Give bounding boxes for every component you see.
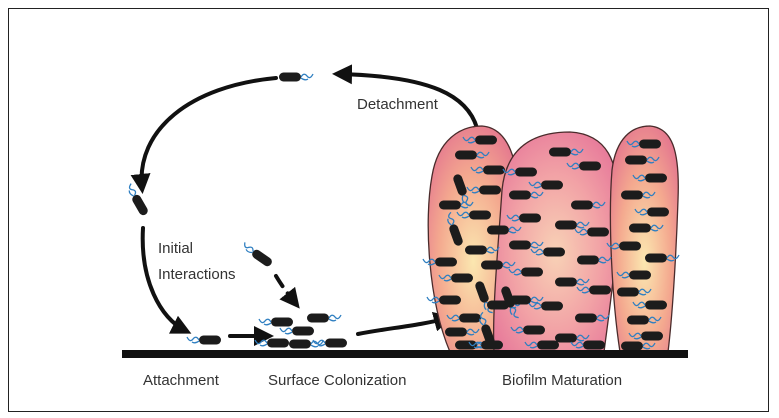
bacterium-icon bbox=[427, 296, 461, 305]
bacterium-icon bbox=[241, 241, 274, 268]
flagellum-icon bbox=[329, 315, 341, 321]
attachment-label: Attachment bbox=[143, 372, 219, 390]
bacterium-icon bbox=[255, 339, 289, 348]
initial-interactions-line2: Interactions bbox=[158, 262, 236, 288]
bacterium-icon bbox=[279, 73, 313, 82]
initial-interactions-label: Initial Interactions bbox=[158, 236, 236, 288]
substrate-surface bbox=[122, 350, 688, 358]
flagellum-icon bbox=[301, 74, 313, 80]
bacterium-icon bbox=[289, 340, 323, 349]
surface-colonization-label: Surface Colonization bbox=[268, 372, 406, 390]
colonization-to-maturation-arrow bbox=[358, 318, 448, 334]
flagellum-icon bbox=[255, 340, 267, 346]
detachment-label: Detachment bbox=[357, 96, 438, 114]
bacterium-icon bbox=[280, 327, 314, 336]
flagellum-icon bbox=[126, 184, 137, 197]
initial-interactions-line1: Initial bbox=[158, 236, 236, 262]
flagellum-icon bbox=[259, 319, 271, 325]
flagellum-icon bbox=[187, 337, 199, 343]
bacterium-icon bbox=[313, 339, 347, 348]
bacterium-icon bbox=[259, 318, 293, 327]
flagellum-icon bbox=[280, 328, 292, 334]
bacterium-icon bbox=[423, 258, 457, 267]
bacterium-icon bbox=[125, 183, 150, 217]
bacterium-icon bbox=[307, 314, 341, 323]
return-arrow bbox=[142, 78, 276, 188]
bacterium-icon bbox=[187, 336, 221, 345]
approach-arrow bbox=[276, 276, 296, 304]
biofilm-maturation-label: Biofilm Maturation bbox=[502, 372, 622, 390]
